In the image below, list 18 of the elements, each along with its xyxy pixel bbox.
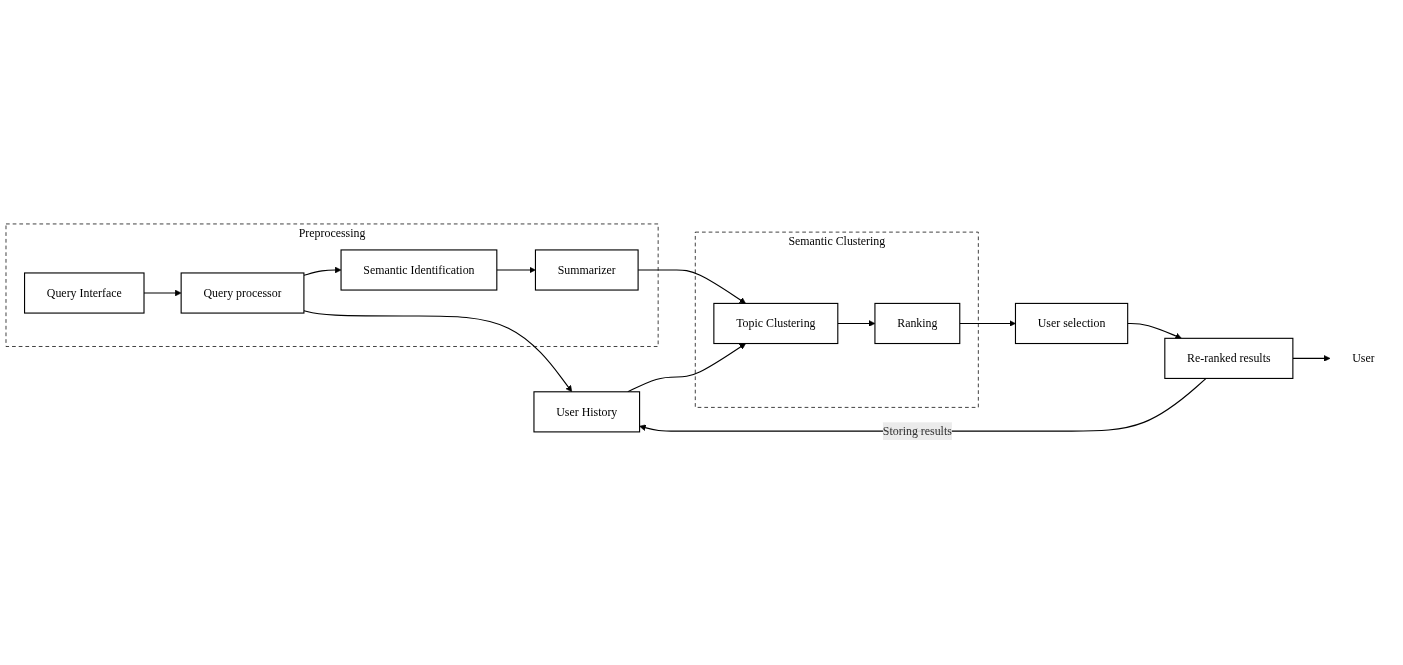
node-box: Semantic Identification <box>340 249 498 292</box>
arrow <box>496 267 536 274</box>
edge-label: Storing results <box>882 424 952 438</box>
arrow <box>303 267 342 277</box>
arrow <box>303 310 573 393</box>
node-box: Ranking <box>874 303 961 345</box>
node-box: Query Interface <box>24 272 145 315</box>
arrow <box>959 320 1016 328</box>
node-box: Re-ranked results <box>1164 338 1294 380</box>
arrow <box>627 343 746 393</box>
arrow <box>1292 355 1331 363</box>
arrow <box>1127 323 1182 340</box>
node-box: Query processor <box>180 272 305 315</box>
node-text: User <box>1352 352 1375 365</box>
node-box: User selection <box>1014 303 1129 345</box>
node-box: User History <box>533 391 641 433</box>
node-box: Topic Clustering <box>713 303 839 345</box>
node-box: Summarizer <box>534 249 639 292</box>
